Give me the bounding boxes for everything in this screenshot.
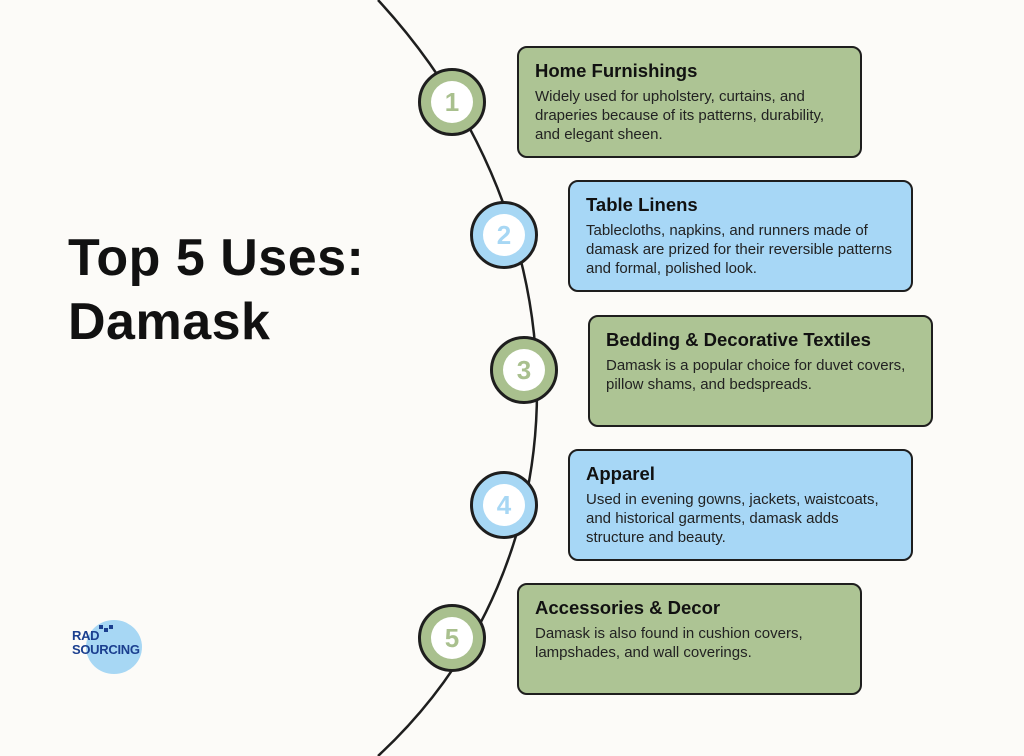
card-heading: Apparel <box>586 463 655 484</box>
use-card-accessories-decor: Accessories & Decor Damask is also found… <box>517 583 862 695</box>
use-card-apparel: Apparel Used in evening gowns, jackets, … <box>568 449 913 561</box>
step-marker-2: 2 <box>470 201 538 269</box>
step-number-4: 4 <box>483 484 525 526</box>
card-body: Damask is a popular choice for duvet cov… <box>606 357 906 393</box>
page-title: Top 5 Uses: Damask <box>68 226 364 354</box>
card-heading: Bedding & Decorative Textiles <box>606 329 871 350</box>
rad-sourcing-logo: RAD SOURCING <box>72 620 152 676</box>
step-marker-1: 1 <box>418 68 486 136</box>
step-number-3: 3 <box>503 349 545 391</box>
logo-squares-icon <box>99 625 113 632</box>
logo-text-sourcing: SOURCING <box>72 642 140 657</box>
use-card-bedding-decorative-textiles: Bedding & Decorative Textiles Damask is … <box>588 315 933 427</box>
logo-circle <box>86 620 142 674</box>
use-card-home-furnishings: Home Furnishings Widely used for upholst… <box>517 46 862 158</box>
card-body: Used in evening gowns, jackets, waistcoa… <box>586 491 879 546</box>
use-card-table-linens: Table Linens Tablecloths, napkins, and r… <box>568 180 913 292</box>
title-line-2: Damask <box>68 293 271 351</box>
step-marker-5: 5 <box>418 604 486 672</box>
card-heading: Accessories & Decor <box>535 597 721 618</box>
card-body: Tablecloths, napkins, and runners made o… <box>586 222 892 277</box>
card-heading: Home Furnishings <box>535 60 698 81</box>
logo-text-rad: RAD <box>72 628 100 643</box>
step-number-2: 2 <box>483 214 525 256</box>
step-marker-4: 4 <box>470 471 538 539</box>
card-heading: Table Linens <box>586 194 698 215</box>
card-body: Damask is also found in cushion covers, … <box>535 625 803 661</box>
step-marker-3: 3 <box>490 336 558 404</box>
step-number-1: 1 <box>431 81 473 123</box>
title-line-1: Top 5 Uses: <box>68 229 365 287</box>
step-number-5: 5 <box>431 617 473 659</box>
card-body: Widely used for upholstery, curtains, an… <box>535 88 825 143</box>
